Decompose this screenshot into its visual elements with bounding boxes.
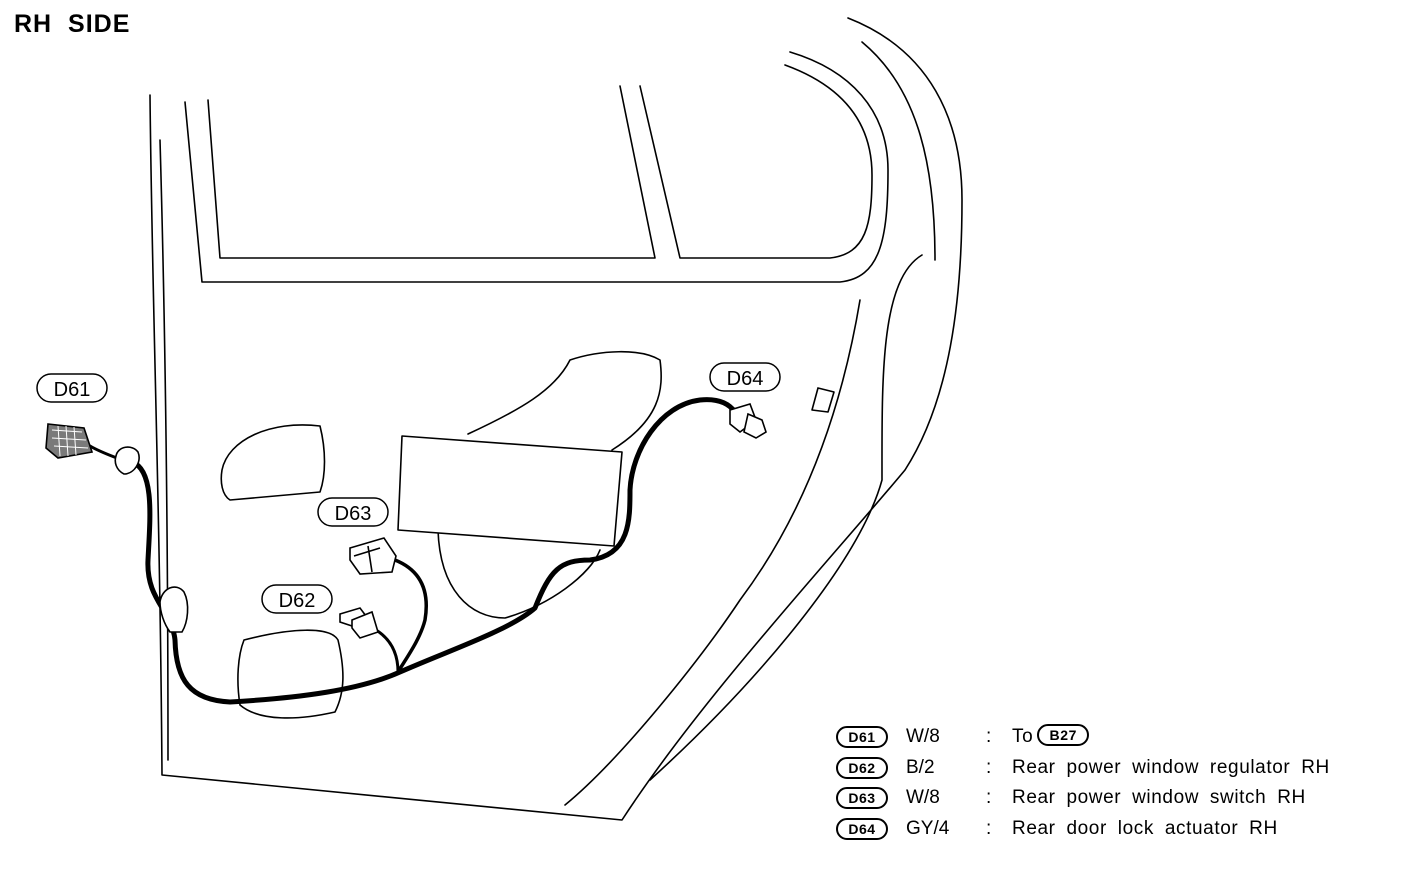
reference-connector-badge: B27 xyxy=(1037,724,1090,747)
wire-spec: GY/4 xyxy=(906,817,950,839)
wire-spec: B/2 xyxy=(906,756,935,778)
separator: : xyxy=(986,726,992,747)
page-title: RH SIDE xyxy=(14,10,131,38)
separator: : xyxy=(986,756,992,778)
legend-row-d64: D64 GY/4 : Rear door lock actuator RH xyxy=(836,816,1396,847)
legend-row-d63: D63 W/8 : Rear power window switch RH xyxy=(836,785,1396,816)
d63-callout-bubble xyxy=(317,497,389,527)
window-frame-inner-right xyxy=(639,64,873,259)
regulator-panel xyxy=(397,435,623,547)
d62-connector xyxy=(339,607,379,639)
connector-description: Rear power window regulator RH xyxy=(1012,756,1330,778)
wire-spec: W/8 xyxy=(906,787,940,808)
service-hole-upper-left xyxy=(220,424,326,501)
connector-badge: D63 xyxy=(836,787,888,809)
d62-callout-bubble xyxy=(261,584,333,614)
service-hole-lower-left xyxy=(237,629,344,719)
separator: : xyxy=(986,817,992,839)
separator: : xyxy=(986,787,992,808)
connector-description: Rear power window switch RH xyxy=(1012,787,1306,808)
harness-grommet xyxy=(159,586,189,633)
d63-connector xyxy=(349,537,397,575)
connector-badge: D64 xyxy=(836,817,888,840)
legend-row-d62: D62 B/2 : Rear power window regulator RH xyxy=(836,755,1396,786)
connector-badge: D62 xyxy=(836,756,888,779)
d63-callout-label: D63 xyxy=(335,503,372,525)
description-text: To xyxy=(1012,726,1034,747)
d61-connector xyxy=(45,423,140,475)
d64-connector xyxy=(729,403,767,439)
connector-description: Rear door lock actuator RH xyxy=(1012,817,1278,839)
door-outline xyxy=(149,17,963,821)
door-rear-edge-2 xyxy=(649,254,923,781)
service-hole-center-top xyxy=(467,350,662,451)
connector-badge: D61 xyxy=(836,726,888,748)
door-inner-line xyxy=(159,139,169,761)
d64-callout-bubble xyxy=(709,362,781,392)
service-hole-lower-center xyxy=(437,529,601,619)
window-frame-outer xyxy=(184,51,889,283)
door-rear-edge-3 xyxy=(564,299,861,806)
harness-branch-d63 xyxy=(393,558,428,674)
d64-callout-label: D64 xyxy=(727,368,764,390)
door-rear-edge xyxy=(861,41,936,261)
lock-notch xyxy=(811,387,835,413)
wire-spec: W/8 xyxy=(906,726,940,747)
harness-branch-d62 xyxy=(374,628,400,674)
window-frame-inner xyxy=(207,85,656,259)
d62-callout-label: D62 xyxy=(279,590,316,612)
d61-callout-bubble xyxy=(36,373,108,403)
d61-callout-label: D61 xyxy=(54,379,91,401)
